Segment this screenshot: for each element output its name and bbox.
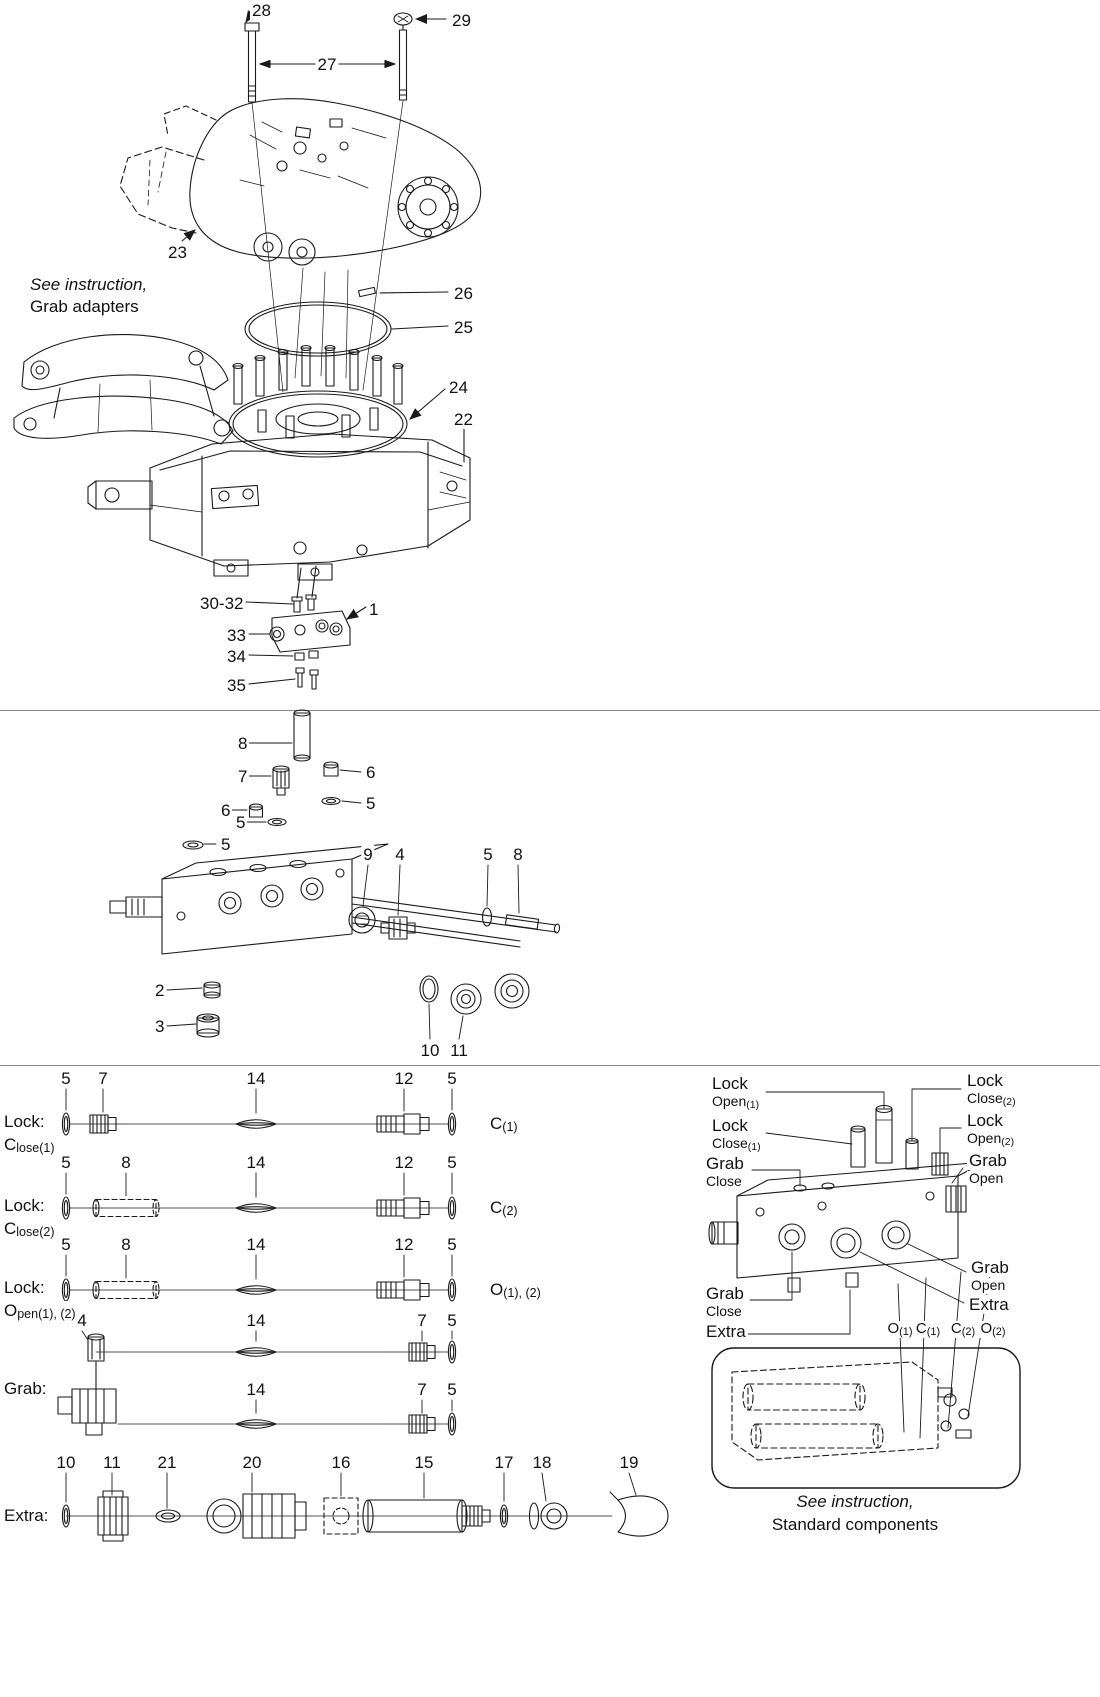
- row-lock-open: [61, 1254, 457, 1302]
- seal-ring-25: [244, 301, 449, 357]
- stud-plate-24: [228, 344, 446, 458]
- rotator-housing-22: [87, 427, 471, 581]
- rotator-body-23: [119, 98, 482, 266]
- middle-leaders: [166, 742, 520, 1040]
- assembly-axes: [251, 100, 404, 393]
- row-grab: [57, 1330, 457, 1436]
- valve-manifold-1: [245, 565, 367, 690]
- standard-components-box: [711, 1347, 1021, 1489]
- screw-29: [393, 12, 447, 101]
- valve-block-right: [708, 1104, 986, 1293]
- row-lock-close2: [61, 1172, 457, 1220]
- screw-28: [244, 10, 260, 103]
- valve-right-leaders: [743, 1088, 992, 1439]
- valve-block-exploded: [109, 709, 561, 1038]
- part-26-pin: [358, 286, 449, 298]
- section-dividers: [0, 710, 1100, 1066]
- grab-adapter-drawing: [13, 333, 234, 445]
- row-extra: [61, 1472, 669, 1542]
- row-lock-close1: [61, 1088, 457, 1136]
- dimension-27: [259, 59, 396, 69]
